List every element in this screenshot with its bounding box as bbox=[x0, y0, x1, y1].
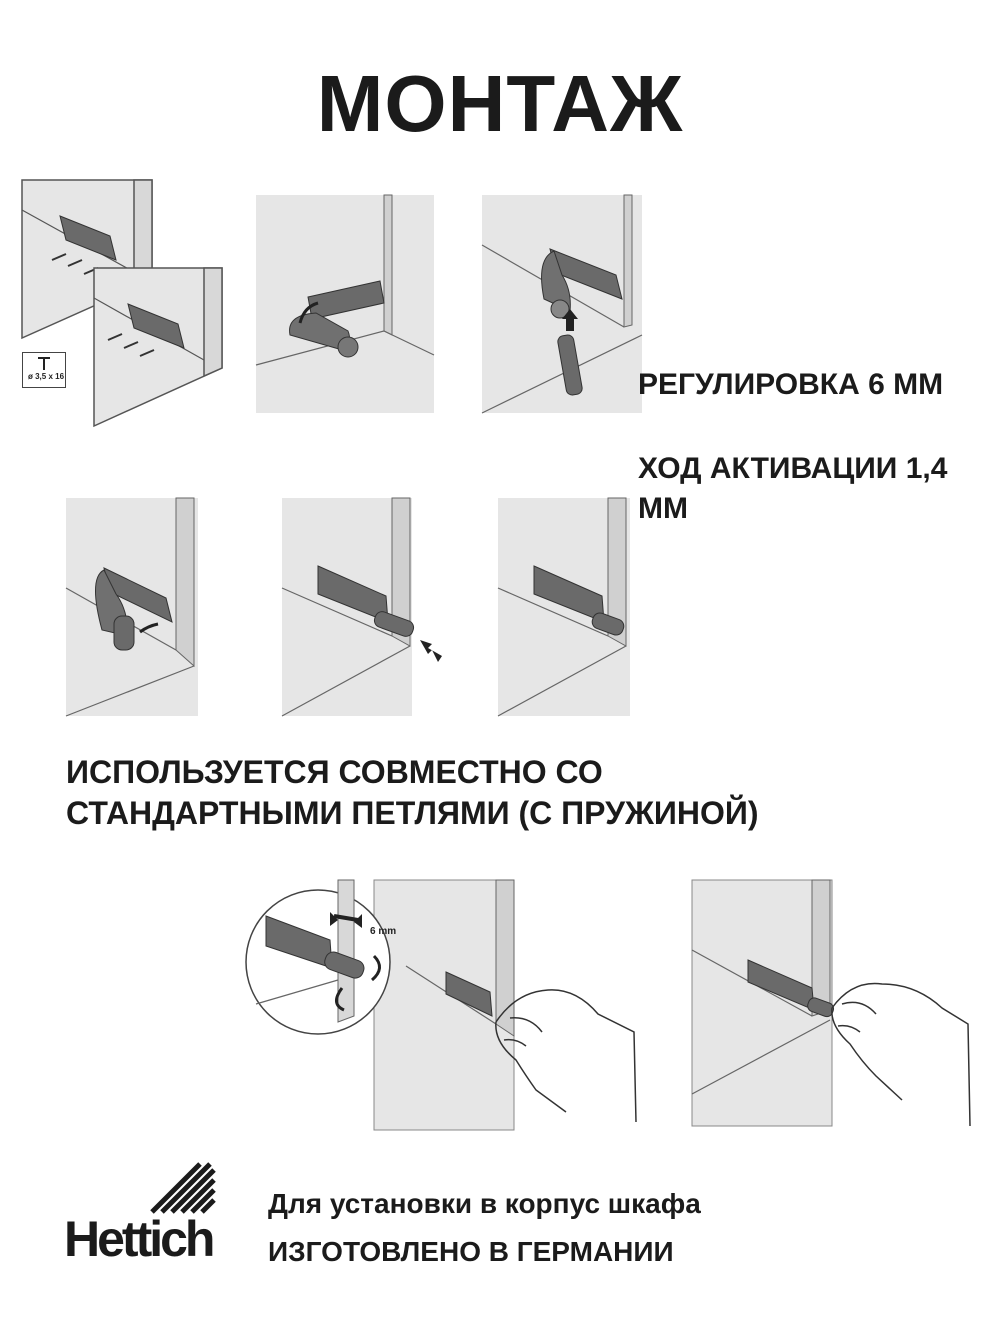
hand-icon bbox=[486, 982, 642, 1122]
page-title: МОНТАЖ bbox=[0, 58, 1000, 150]
adjustment-spec: РЕГУЛИРОВКА 6 ММ bbox=[638, 366, 943, 404]
step-3-insert-pin-illustration bbox=[482, 195, 642, 413]
activation-spec-line2: ММ bbox=[638, 490, 688, 528]
activation-spec-line1: ХОД АКТИВАЦИИ 1,4 bbox=[638, 450, 947, 488]
adjustment-mm-label: 6 mm bbox=[370, 926, 396, 937]
footer-made-in-note: ИЗГОТОВЛЕНО В ГЕРМАНИИ bbox=[268, 1236, 674, 1268]
step-2-attach-arm-illustration bbox=[256, 195, 434, 413]
step-1-screw-mounting-illustration bbox=[22, 180, 232, 430]
screw-spec-label: ø 3,5 x 16 bbox=[28, 372, 64, 381]
screw-icon bbox=[22, 352, 66, 388]
hettich-logo: Hettich bbox=[64, 1210, 212, 1268]
step-8-final-adjustment-illustration bbox=[692, 880, 972, 1128]
step-5-push-pin-illustration bbox=[282, 498, 442, 716]
hettich-logo-stripes bbox=[152, 1162, 216, 1216]
step-6-finished-illustration bbox=[498, 498, 630, 716]
footer-installation-note: Для установки в корпус шкафа bbox=[268, 1188, 701, 1220]
usage-note: ИСПОЛЬЗУЕТСЯ СОВМЕСТНО СО СТАНДАРТНЫМИ П… bbox=[66, 752, 886, 834]
usage-line1: ИСПОЛЬЗУЕТСЯ СОВМЕСТНО СО bbox=[66, 752, 886, 793]
usage-line2: СТАНДАРТНЫМИ ПЕТЛЯМИ (С ПРУЖИНОЙ) bbox=[66, 793, 886, 834]
step-4-rotate-pin-illustration bbox=[66, 498, 198, 716]
